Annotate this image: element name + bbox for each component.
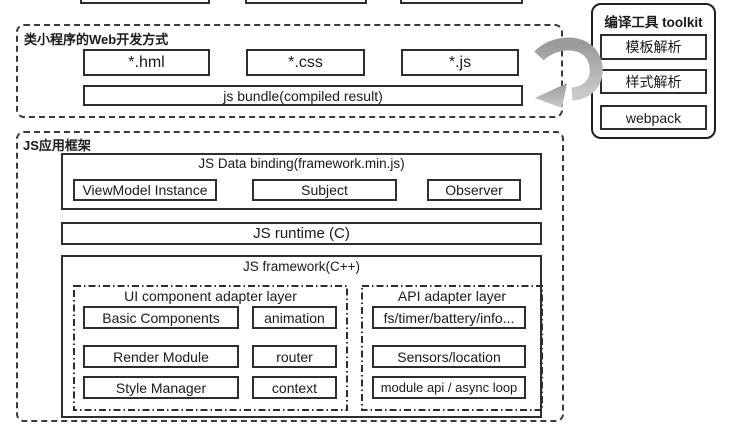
toolkit-panel: 编译工具 toolkit 模板解析 样式解析 webpack — [591, 3, 716, 139]
subject-box: Subject — [252, 179, 397, 201]
cropped-top-box — [80, 0, 210, 4]
js-app-framework-section: JS应用框架 JS Data binding(framework.min.js)… — [16, 131, 564, 422]
js-app-framework-title: JS应用框架 — [23, 138, 91, 153]
file-box-css: *.css — [246, 49, 365, 76]
router-box: router — [252, 345, 337, 368]
toolkit-title: 编译工具 toolkit — [604, 15, 703, 30]
cropped-top-box — [400, 0, 523, 4]
render-module-box: Render Module — [83, 345, 239, 368]
observer-box: Observer — [427, 179, 521, 201]
toolkit-item-style-parse: 样式解析 — [600, 69, 707, 94]
toolkit-item-template-parse: 模板解析 — [600, 34, 707, 60]
animation-box: animation — [252, 306, 337, 329]
file-box-js: *.js — [401, 49, 519, 76]
webdev-section-title: 类小程序的Web开发方式 — [24, 32, 169, 47]
dash-dot-border — [361, 285, 543, 411]
toolkit-item-webpack: webpack — [600, 105, 707, 130]
module-api-async-loop-box: module api / async loop — [372, 376, 526, 399]
sensors-location-box: Sensors/location — [372, 345, 526, 368]
js-bundle-box: js bundle(compiled result) — [83, 85, 523, 106]
api-adapter-layer: API adapter layer fs/timer/battery/info.… — [361, 285, 543, 411]
dash-dot-border — [73, 285, 348, 411]
fs-timer-battery-box: fs/timer/battery/info... — [372, 306, 526, 329]
data-binding-box: JS Data binding(framework.min.js) ViewMo… — [61, 153, 542, 210]
ui-adapter-layer: UI component adapter layer Basic Compone… — [73, 285, 348, 411]
compile-flow-arrow-icon — [534, 37, 603, 108]
api-adapter-layer-title: API adapter layer — [397, 288, 507, 304]
basic-components-box: Basic Components — [83, 306, 239, 329]
viewmodel-instance-box: ViewModel Instance — [73, 179, 217, 201]
webdev-section: 类小程序的Web开发方式 *.hml *.css *.js js bundle(… — [16, 24, 563, 118]
ui-adapter-layer-title: UI component adapter layer — [124, 288, 297, 304]
js-framework-title: JS framework(C++) — [242, 259, 361, 274]
style-manager-box: Style Manager — [83, 376, 239, 399]
data-binding-title: JS Data binding(framework.min.js) — [198, 156, 405, 171]
js-runtime-box: JS runtime (C) — [61, 222, 542, 245]
js-framework-box: JS framework(C++) UI component adapter l… — [61, 255, 543, 418]
cropped-top-box — [245, 0, 367, 4]
file-box-hml: *.hml — [83, 49, 210, 76]
context-box: context — [252, 376, 337, 399]
